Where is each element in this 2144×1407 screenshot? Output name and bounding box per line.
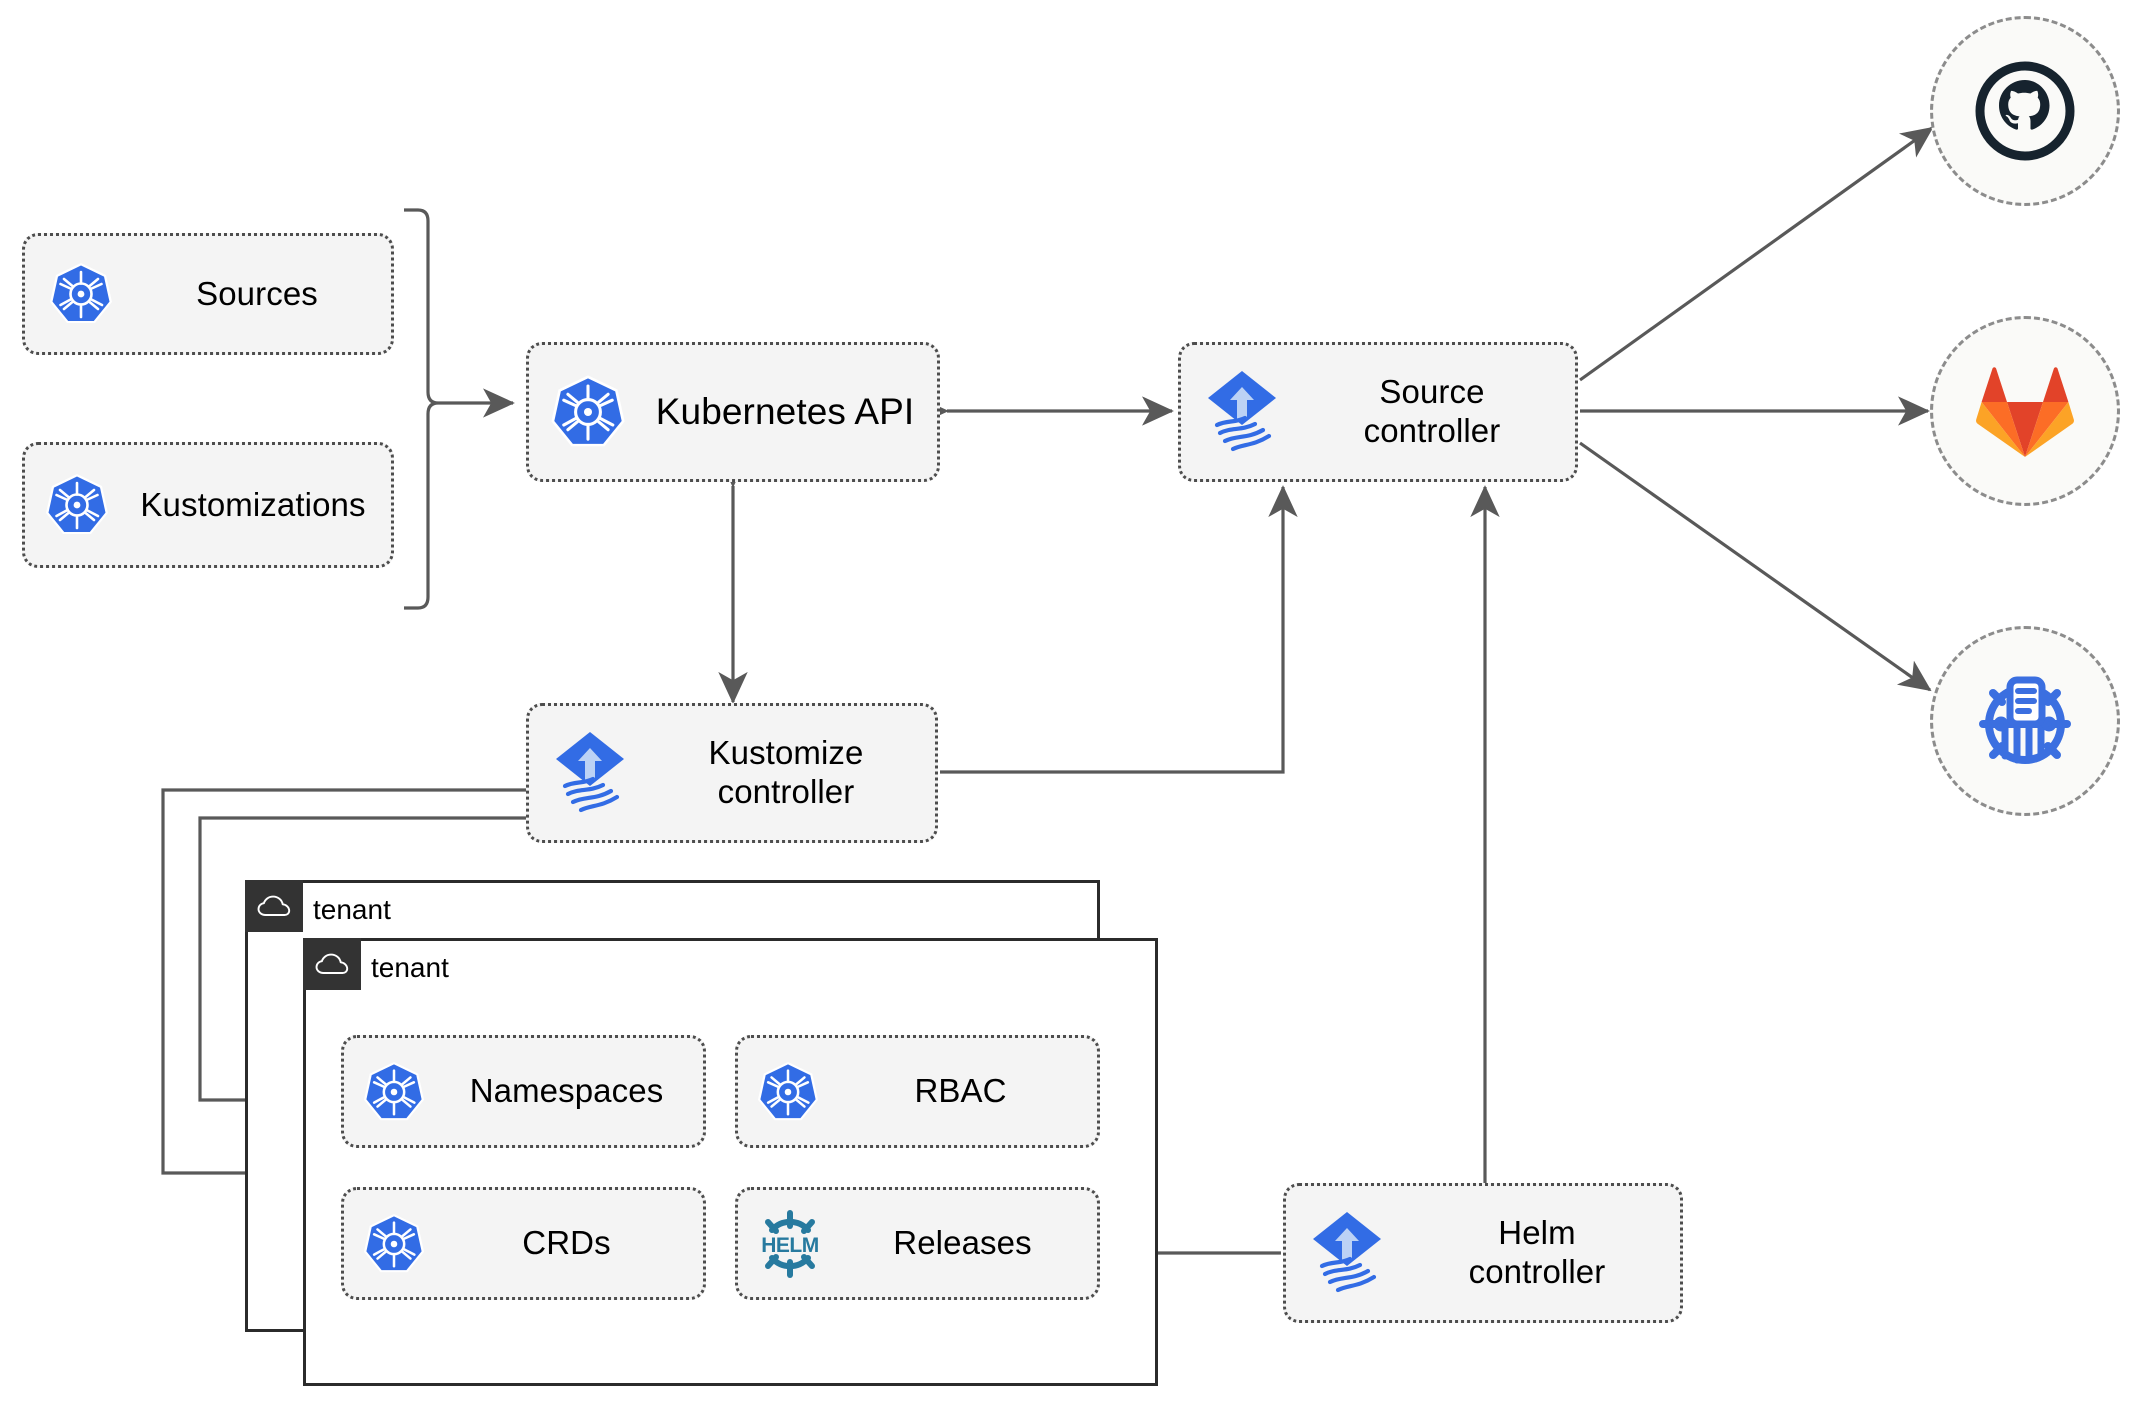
- node-label: Source controller: [1363, 373, 1501, 449]
- edge-bracket: [404, 208, 439, 610]
- flux-icon: [1181, 367, 1303, 457]
- node-label: RBAC: [914, 1072, 1007, 1110]
- edge-sourcecontroller-chartrepo: [1579, 441, 1932, 692]
- github-icon: [1975, 61, 2075, 161]
- helm-icon: HELM: [738, 1206, 842, 1282]
- external-gitlab[interactable]: [1930, 316, 2120, 506]
- kubernetes-icon: [25, 261, 137, 327]
- node-namespaces[interactable]: Namespaces: [341, 1035, 706, 1148]
- tenant-tab-outer[interactable]: [245, 880, 303, 932]
- node-helm-controller[interactable]: Helm controller: [1283, 1183, 1683, 1323]
- node-label: Kustomizations: [140, 485, 366, 523]
- node-label: Namespaces: [469, 1072, 664, 1110]
- node-kustomizations[interactable]: Kustomizations: [22, 442, 394, 568]
- external-github[interactable]: [1930, 16, 2120, 206]
- node-kubernetes-api[interactable]: Kubernetes API: [526, 342, 940, 482]
- node-crds[interactable]: CRDs: [341, 1187, 706, 1300]
- node-label: Sources: [196, 274, 318, 312]
- edge-kustomizecontroller-sourcecontroller: [940, 485, 1298, 774]
- tenant-label-outer: tenant: [313, 894, 391, 925]
- gitlab-icon: [1976, 367, 2074, 457]
- external-chart-repository[interactable]: [1930, 626, 2120, 816]
- node-source-controller[interactable]: Source controller: [1178, 342, 1578, 482]
- flux-icon: [1286, 1208, 1408, 1298]
- tenant-frame-inner: [303, 938, 1158, 1386]
- node-sources[interactable]: Sources: [22, 233, 394, 355]
- kubernetes-icon: [738, 1060, 838, 1124]
- node-label: Kustomize controller: [708, 734, 864, 810]
- node-label: CRDs: [522, 1224, 611, 1262]
- kubernetes-icon: [529, 373, 647, 451]
- node-releases[interactable]: HELM Releases: [735, 1187, 1100, 1300]
- kubernetes-icon: [344, 1212, 444, 1276]
- node-rbac[interactable]: RBAC: [735, 1035, 1100, 1148]
- node-label: Helm controller: [1468, 1214, 1606, 1290]
- edge-sourcecontroller-github: [1579, 126, 1934, 382]
- node-label: Releases: [893, 1224, 1032, 1262]
- kubernetes-icon: [344, 1060, 444, 1124]
- svg-text:HELM: HELM: [761, 1234, 819, 1257]
- chart-repository-icon: [1979, 676, 2071, 764]
- kubernetes-icon: [25, 472, 129, 538]
- tenant-label-inner: tenant: [371, 952, 449, 983]
- cloud-icon: [257, 895, 291, 916]
- node-label: Kubernetes API: [655, 391, 915, 433]
- node-kustomize-controller[interactable]: Kustomize controller: [526, 703, 938, 843]
- tenant-tab-inner[interactable]: [303, 938, 361, 990]
- cloud-icon: [315, 953, 349, 974]
- flux-icon: [529, 728, 651, 818]
